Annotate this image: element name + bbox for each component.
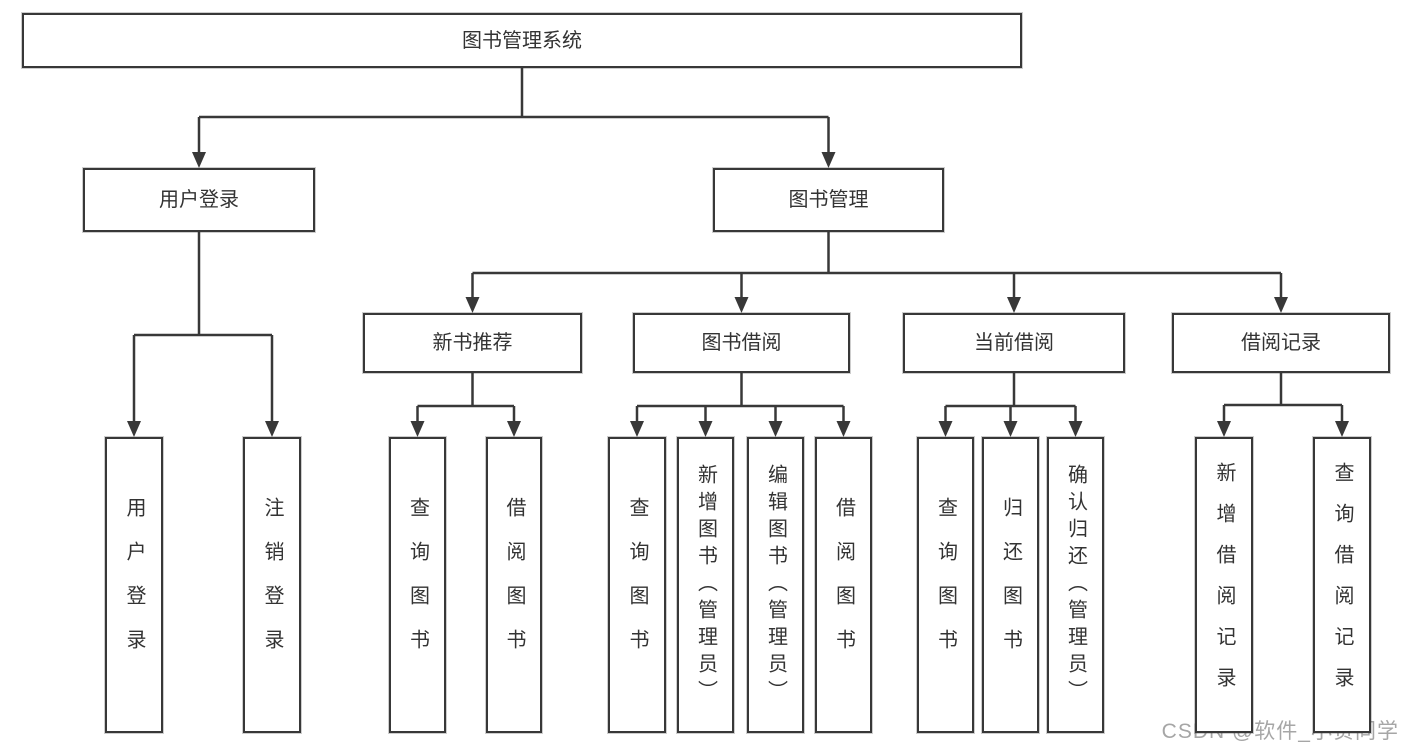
node-login: 用户登录: [105, 437, 163, 733]
arrowhead-icon: [1068, 421, 1083, 437]
node-query-book-rec: 查询图书: [389, 437, 446, 733]
node-logout: 注销登录: [243, 437, 301, 733]
arrowhead-icon: [465, 297, 480, 313]
arrowhead-icon: [734, 297, 749, 313]
node-user-login: 用户登录: [83, 168, 315, 232]
node-label-return-book: 归还图书: [999, 497, 1022, 673]
node-label-book-mgmt: 图书管理: [788, 189, 869, 211]
node-label-add-book-admin: 新增图书（管理员）: [694, 463, 717, 707]
node-borrow-book: 借阅图书: [815, 437, 872, 733]
arrowhead-icon: [768, 421, 783, 437]
node-borrow-records: 借阅记录: [1172, 313, 1390, 373]
node-label-current-borrow: 当前借阅: [974, 332, 1054, 354]
node-return-book: 归还图书: [982, 437, 1039, 733]
arrowhead-icon: [1217, 421, 1231, 437]
node-label-book-borrow: 图书借阅: [701, 332, 782, 354]
arrowhead-icon: [1274, 297, 1288, 313]
arrowhead-icon: [630, 421, 644, 437]
node-add-borrow-record: 新增借阅记录: [1195, 437, 1253, 733]
node-query-borrow-record: 查询借阅记录: [1313, 437, 1371, 733]
node-query-book-current: 查询图书: [917, 437, 974, 733]
node-label-query-book-borrow: 查询图书: [626, 497, 648, 673]
node-label-user-login: 用户登录: [159, 189, 239, 211]
node-current-borrow: 当前借阅: [903, 313, 1125, 373]
node-label-borrow-records: 借阅记录: [1241, 332, 1321, 354]
arrowhead-icon: [192, 152, 206, 168]
node-label-login: 用户登录: [123, 497, 145, 673]
node-label-borrow-book-rec: 借阅图书: [503, 497, 525, 673]
node-edit-book-admin: 编辑图书（管理员）: [747, 437, 804, 733]
node-new-book-rec: 新书推荐: [363, 313, 582, 373]
node-label-new-book-rec: 新书推荐: [432, 332, 513, 354]
arrowhead-icon: [1003, 421, 1018, 437]
node-query-book-borrow: 查询图书: [608, 437, 666, 733]
node-label-add-borrow-record: 新增借阅记录: [1213, 462, 1235, 708]
arrowhead-icon: [410, 421, 425, 437]
node-label-query-book-current: 查询图书: [934, 497, 957, 673]
arrowhead-icon: [698, 421, 713, 437]
node-book-mgmt: 图书管理: [713, 168, 944, 232]
arrowhead-icon: [127, 421, 141, 437]
arrowhead-icon: [1335, 421, 1349, 437]
node-borrow-book-rec: 借阅图书: [486, 437, 542, 733]
arrowhead-icon: [507, 421, 521, 437]
node-label-confirm-return-admin: 确认归还（管理员）: [1064, 463, 1087, 707]
node-label-query-borrow-record: 查询借阅记录: [1331, 462, 1353, 708]
node-book-borrow: 图书借阅: [633, 313, 850, 373]
arrowhead-icon: [1007, 297, 1021, 313]
node-root: 图书管理系统: [22, 13, 1022, 68]
node-label-edit-book-admin: 编辑图书（管理员）: [764, 463, 787, 707]
arrowhead-icon: [836, 421, 851, 437]
node-add-book-admin: 新增图书（管理员）: [677, 437, 734, 733]
node-label-root: 图书管理系统: [462, 29, 582, 52]
arrowhead-icon: [938, 421, 953, 437]
arrowhead-icon: [265, 421, 279, 437]
node-label-query-book-rec: 查询图书: [406, 497, 429, 673]
node-label-borrow-book: 借阅图书: [832, 497, 855, 673]
node-confirm-return-admin: 确认归还（管理员）: [1047, 437, 1104, 733]
node-label-logout: 注销登录: [261, 497, 283, 673]
arrowhead-icon: [821, 152, 836, 168]
